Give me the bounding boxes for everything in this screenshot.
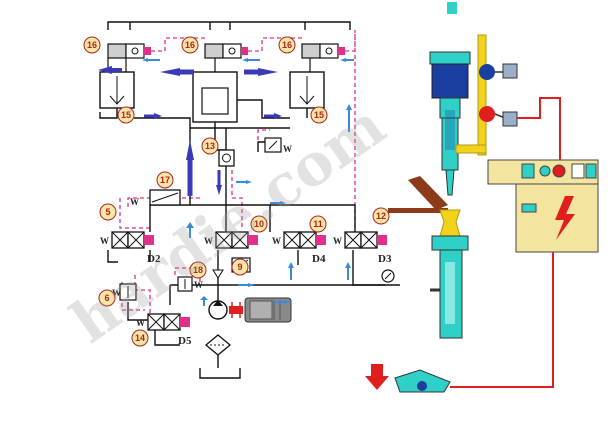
callout-12: 12: [372, 207, 390, 225]
limit-switch-upper: [479, 63, 518, 80]
high-voltage-icon: [555, 196, 575, 240]
pilot-valve-16-center: [204, 43, 248, 59]
callout-14: 14: [131, 329, 149, 347]
check-valve-pump: [212, 269, 224, 279]
callouts: 16 16 16 15 15 13 17 5 10 11 12 9 18 6 1…: [83, 36, 390, 347]
callout-11: 11: [309, 215, 327, 233]
spring-10: W: [204, 236, 213, 246]
relief-valve-13-side: [264, 137, 282, 153]
limit-switch-lower: [479, 106, 518, 127]
spring-11: W: [272, 236, 281, 246]
valve-designations: D2 D4 D3 D5: [147, 253, 392, 347]
svg-text:16: 16: [282, 40, 292, 50]
flow-arrows-small: [142, 58, 354, 306]
foot-pedal: [394, 369, 451, 393]
throttle-valve-17: [149, 189, 181, 206]
svg-text:16: 16: [87, 40, 97, 50]
label-D4: D4: [312, 253, 326, 265]
main-valve-15-center: [192, 58, 238, 123]
spring-12: W: [333, 236, 342, 246]
check-valve-13: [218, 149, 235, 167]
svg-text:14: 14: [135, 333, 145, 343]
callout-6: 6: [98, 289, 116, 307]
callout-10: 10: [250, 215, 268, 233]
callout-16-right: 16: [278, 36, 296, 54]
press-machine: [388, 2, 487, 339]
flow-arrows-main: [98, 66, 282, 196]
callout-5: 5: [99, 203, 117, 221]
svg-text:10: 10: [254, 219, 264, 229]
spring-markers: W W W W W W W W W: [100, 144, 342, 328]
callout-16-center: 16: [181, 36, 199, 54]
svg-text:9: 9: [237, 262, 242, 272]
spring-18: W: [194, 280, 203, 290]
label-D3: D3: [378, 253, 392, 265]
callout-9: 9: [231, 258, 249, 276]
label-D2: D2: [147, 253, 161, 265]
callout-15-right: 15: [310, 106, 328, 124]
svg-text:16: 16: [185, 40, 195, 50]
press-down-arrow-icon: [365, 364, 389, 390]
spring-6: W: [112, 288, 121, 298]
control-box: [487, 159, 599, 253]
valve-11-D4: [283, 231, 326, 249]
electric-wires: [450, 97, 561, 388]
coupling: [229, 302, 243, 318]
pilot-valve-16-left: [107, 43, 151, 59]
main-valve-15-right: [289, 58, 325, 109]
valve-5-D2: [111, 231, 154, 249]
valve-12-D3: [344, 231, 387, 249]
pressure-gauge: [381, 269, 395, 283]
svg-text:13: 13: [205, 141, 215, 151]
relief-valve-18: [177, 276, 193, 292]
callout-18: 18: [189, 261, 207, 279]
pump: [208, 300, 228, 320]
svg-text:6: 6: [104, 293, 109, 303]
main-valve-15-left: [99, 58, 135, 109]
label-D5: D5: [178, 335, 192, 347]
valve-14-D5: [147, 313, 190, 331]
watermark: hardie.com: [59, 91, 397, 356]
svg-text:11: 11: [313, 219, 323, 229]
svg-text:12: 12: [376, 211, 386, 221]
top-manifold-rail: [107, 21, 351, 30]
svg-text:18: 18: [193, 265, 203, 275]
pilot-valve-16-right: [301, 43, 345, 59]
callout-15-left: 15: [117, 106, 135, 124]
svg-text:17: 17: [160, 175, 170, 185]
spring-5: W: [100, 236, 109, 246]
svg-text:15: 15: [121, 110, 131, 120]
valve-10: [215, 231, 258, 249]
electric-motor: [244, 297, 292, 323]
spring-13: W: [283, 144, 292, 154]
svg-text:15: 15: [314, 110, 324, 120]
spring-14: W: [136, 318, 145, 328]
filter: [204, 334, 232, 356]
spring-17: W: [130, 197, 139, 207]
svg-text:5: 5: [105, 207, 110, 217]
callout-16-left: 16: [83, 36, 101, 54]
relief-valve-6: [119, 283, 137, 301]
callout-17: 17: [156, 171, 174, 189]
callout-13: 13: [201, 137, 219, 155]
